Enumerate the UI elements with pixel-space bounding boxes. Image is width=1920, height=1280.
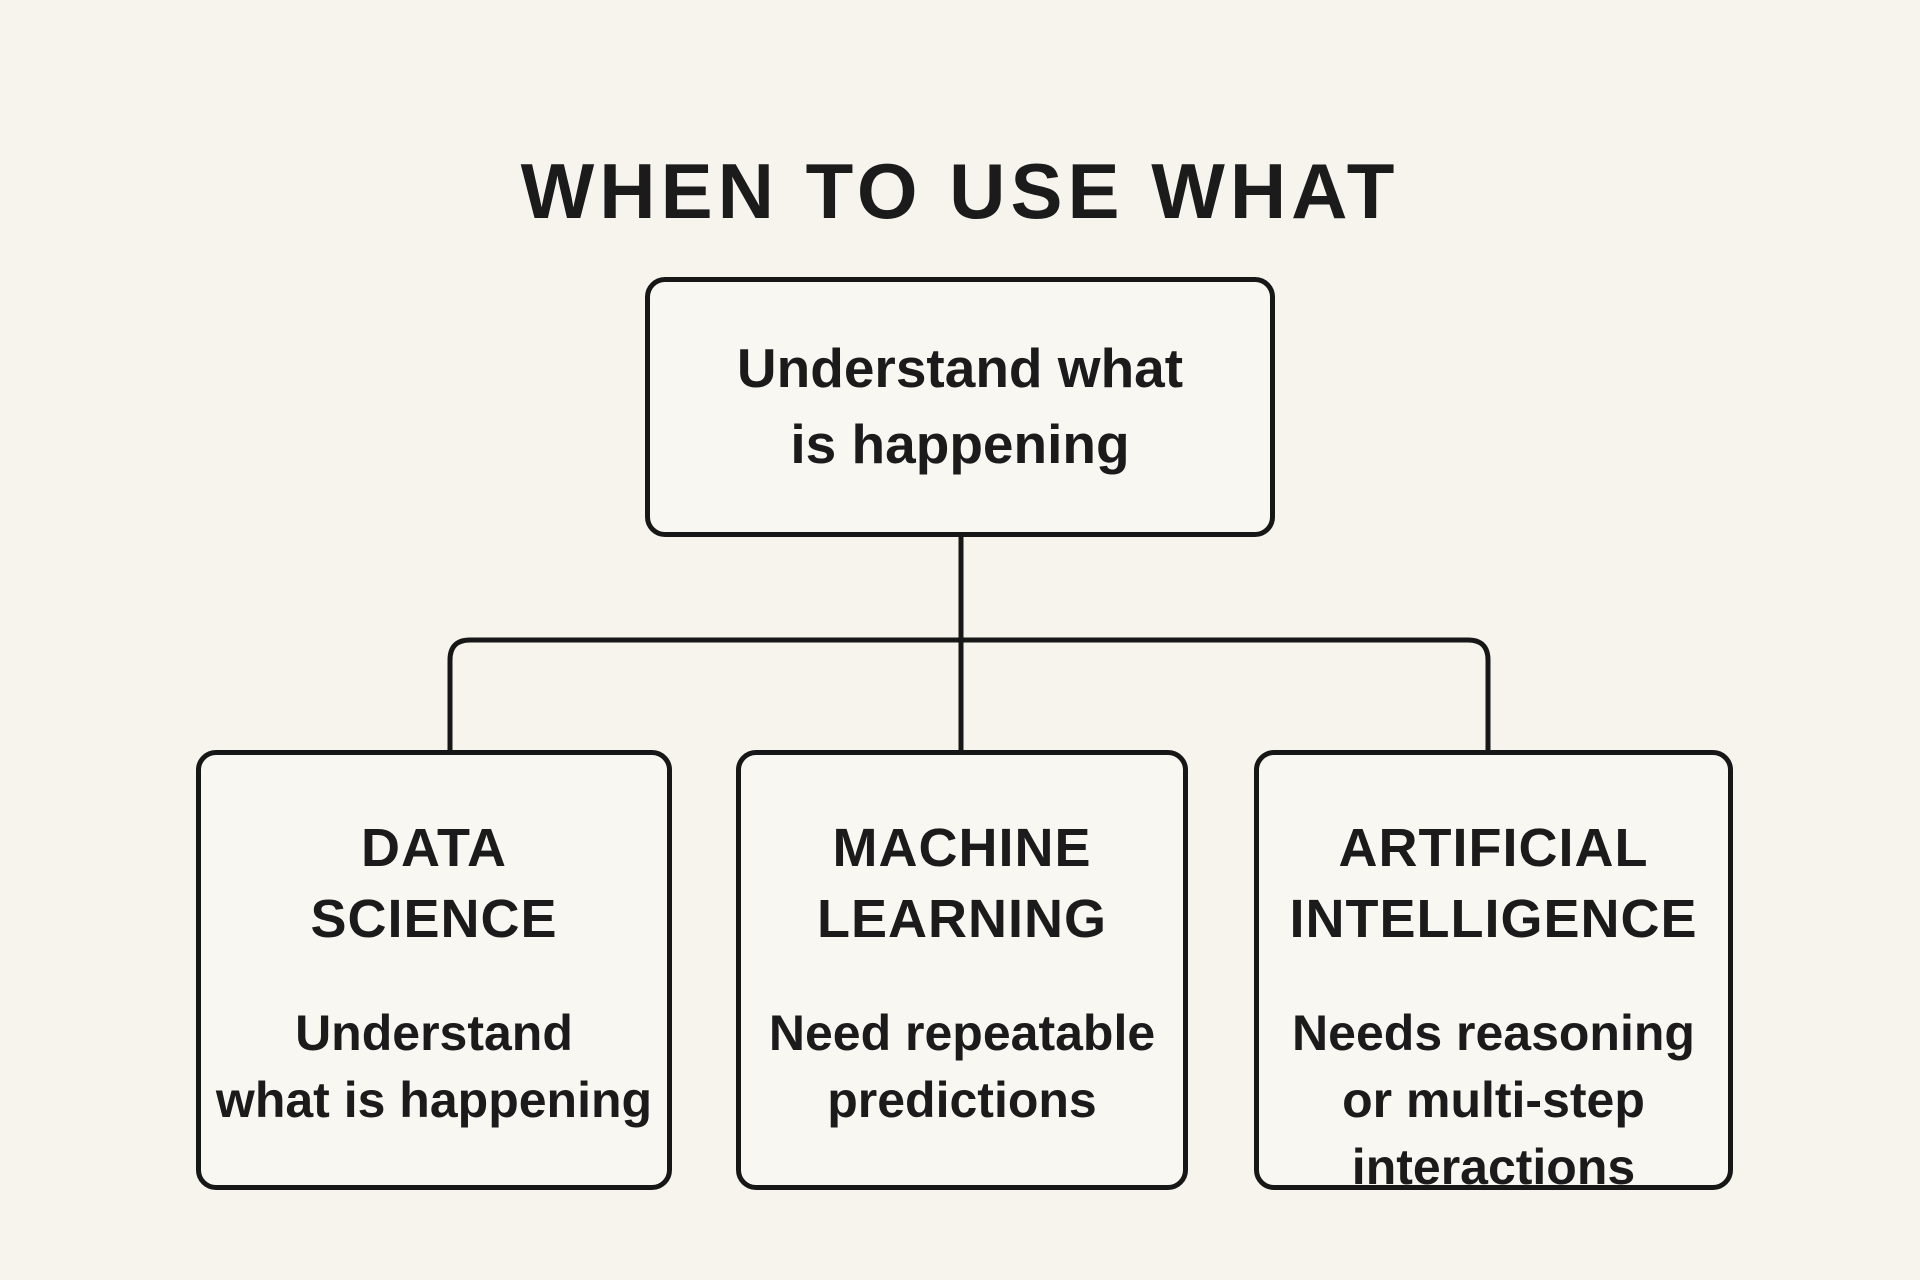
- branch-node-data-science: DATA SCIENCE Understand what is happenin…: [196, 750, 672, 1190]
- branch-heading-artificial-intelligence: ARTIFICIAL INTELLIGENCE: [1289, 818, 1698, 950]
- branch-heading-machine-learning: MACHINE LEARNING: [817, 818, 1107, 950]
- page-title: WHEN TO USE WHAT: [520, 147, 1400, 236]
- branch-heading-data-science: DATA SCIENCE: [310, 818, 558, 950]
- branch-node-artificial-intelligence: ARTIFICIAL INTELLIGENCE Needs reasoning …: [1254, 750, 1733, 1195]
- branch-description-machine-learning: Need repeatable predictions: [768, 1004, 1156, 1128]
- connector-bus: [447, 637, 1491, 750]
- branch-node-machine-learning: MACHINE LEARNING Need repeatable predict…: [736, 750, 1188, 1190]
- root-node-label: Understand what is happening: [736, 337, 1184, 475]
- branch-description-artificial-intelligence: Needs reasoning or multi-step interactio…: [1292, 1004, 1695, 1195]
- root-node-understand: Understand what is happening: [645, 277, 1275, 537]
- branch-description-data-science: Understand what is happening: [215, 1004, 653, 1128]
